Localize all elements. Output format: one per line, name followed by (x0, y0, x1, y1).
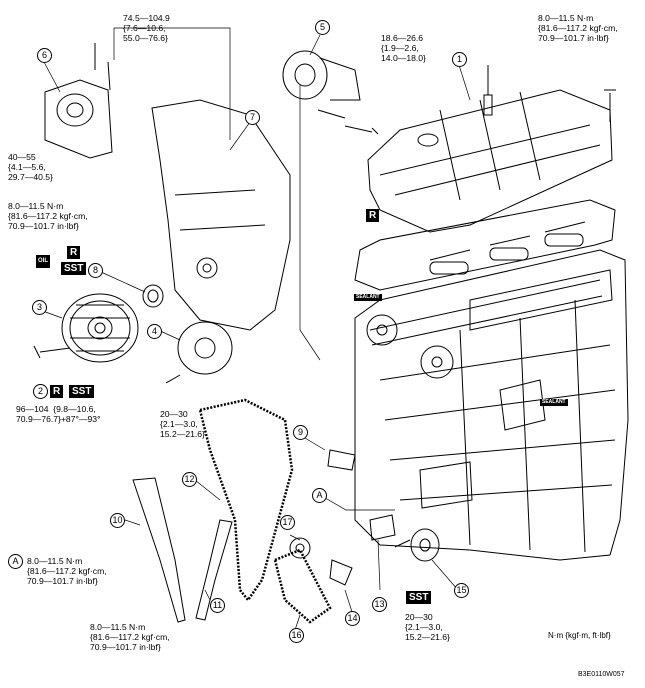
sealant-mark-block: SEALANT (540, 399, 568, 406)
timing-chain (198, 398, 294, 603)
torque-spec-a: 8.0—11.5 N·m {81.6—117.2 kgf·cm, 70.9—10… (27, 556, 107, 587)
cover-gasket (354, 199, 616, 291)
torque-spec-top: 74.5—104.9 {7.6—10.6, 55.0—76.6} (123, 13, 170, 44)
callout-5: 5 (315, 20, 330, 35)
oil-can-icon: OIL (36, 255, 50, 268)
chain-guide (132, 477, 233, 623)
torque-spec-front: 8.0—11.5 N·m {81.6—117.2 kgf·cm, 70.9—10… (8, 201, 88, 232)
figure-id: B3E0110W057 (578, 671, 625, 678)
callout-6: 6 (37, 48, 52, 63)
replace-mark-gasket: R (366, 209, 380, 222)
callout-4: 4 (147, 324, 162, 339)
callout-3: 3 (32, 300, 47, 315)
sst-mark-sprocket: SST (406, 591, 432, 604)
mark-a-bolts: A (312, 488, 327, 503)
callout-1: 1 (452, 52, 467, 67)
sprocket-bolt (394, 539, 411, 548)
tensioner-arm (329, 559, 353, 586)
torque-spec-tensioner: 18.6—26.6 {1.9—2.6, 14.0—18.0} (381, 33, 426, 64)
callout-15: 15 (454, 583, 469, 598)
drive-belt-auto-tensioner (282, 50, 361, 119)
crankshaft-pulley (61, 293, 139, 363)
torque-spec-cover: 8.0—11.5 N·m {81.6—117.2 kgf·cm, 70.9—10… (538, 13, 618, 44)
sst-mark-pulley-bolt: SST (69, 385, 95, 398)
crank-sprocket (289, 537, 311, 559)
torque-spec-idler: 20—30 {2.1—3.0, 15.2—21.6} (160, 409, 205, 440)
callout-16: 16 (289, 628, 304, 643)
torque-spec-guide: 8.0—11.5 N·m {81.6—117.2 kgf·cm, 70.9—10… (90, 622, 170, 653)
sst-mark-oil-seal: SST (61, 262, 87, 275)
callout-8: 8 (88, 263, 103, 278)
pulley-bolt (33, 345, 71, 359)
callout-10: 10 (110, 513, 125, 528)
mount-bolt (94, 43, 111, 91)
timing-chain-cover (151, 99, 291, 331)
replace-mark-oil-seal: R (67, 246, 81, 259)
callout-2: 2 (33, 384, 48, 399)
engine-block (354, 249, 629, 561)
torque-spec-sprocket: 20—30 {2.1—3.0, 15.2—21.6} (405, 612, 450, 643)
spark-plug (483, 65, 493, 116)
cylinder-head-cover (367, 89, 613, 233)
idler-pulley (177, 321, 233, 375)
chain-tensioner (327, 449, 356, 471)
cover-bolt (604, 89, 616, 122)
mark-a-circle: A (8, 554, 23, 569)
callout-12: 12 (182, 472, 197, 487)
callout-13: 13 (372, 597, 387, 612)
units-legend: N·m {kgf·m, ft·lbf} (548, 631, 611, 640)
oil-pump-sprocket (410, 528, 440, 562)
tensioner-bolt (344, 125, 379, 135)
leader-lines (39, 27, 471, 631)
front-oil-seal (142, 284, 164, 308)
torque-spec-pulley: 96—104 {9.8—10.6, 70.9—76.7}+87°—93° (16, 404, 101, 425)
callout-7: 7 (245, 110, 260, 125)
callout-9: 9 (293, 425, 308, 440)
callout-17: 17 (280, 515, 295, 530)
sealant-mark-head: SEALANT (354, 294, 382, 301)
callout-14: 14 (345, 611, 360, 626)
engine-mount (44, 79, 113, 159)
replace-mark-pulley-bolt: R (50, 385, 64, 398)
idler-bolt (165, 374, 181, 384)
oil-pump-chain-tensioner (369, 514, 396, 541)
callout-11: 11 (210, 598, 225, 613)
torque-spec-mount: 40—55 {4.1—5.6, 29.7—40.5} (8, 152, 53, 183)
oil-pump-chain (273, 548, 332, 624)
